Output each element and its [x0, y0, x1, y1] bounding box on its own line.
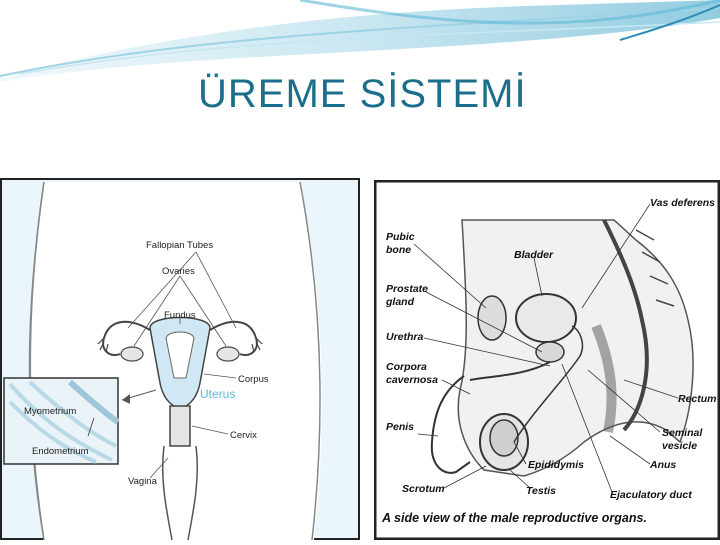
- label-cervix: Cervix: [230, 430, 257, 441]
- label-prostate-2: gland: [385, 296, 415, 308]
- label-corpora-2: cavernosa: [386, 374, 438, 386]
- label-corpus: Corpus: [238, 374, 269, 385]
- label-bladder: Bladder: [514, 249, 554, 261]
- label-urethra: Urethra: [386, 331, 424, 343]
- label-seminal-1: Seminal: [662, 427, 703, 439]
- header-swoosh-decoration: [0, 0, 720, 82]
- label-vas-deferens: Vas deferens: [650, 197, 715, 209]
- label-endometrium: Endometrium: [32, 446, 89, 457]
- label-seminal-2: vesicle: [662, 440, 697, 452]
- label-rectum: Rectum: [678, 393, 717, 405]
- label-testis: Testis: [526, 485, 556, 497]
- label-ejaculatory-duct: Ejaculatory duct: [610, 489, 692, 501]
- slide-title: ÜREME SİSTEMİ: [198, 72, 527, 116]
- label-pubic-bone-1: Pubic: [386, 231, 415, 243]
- label-penis: Penis: [386, 421, 414, 433]
- label-ovaries: Ovaries: [162, 266, 195, 277]
- label-prostate-1: Prostate: [386, 283, 428, 295]
- label-vagina: Vagina: [128, 476, 158, 487]
- label-pubic-bone-2: bone: [386, 244, 411, 256]
- label-fallopian-tubes: Fallopian Tubes: [146, 240, 213, 251]
- label-fundus: Fundus: [164, 310, 196, 321]
- label-scrotum: Scrotum: [402, 483, 445, 495]
- male-reproductive-diagram: Vas deferens Pubic bone Bladder Prostate…: [373, 179, 720, 541]
- label-uterus: Uterus: [200, 387, 235, 401]
- label-corpora-1: Corpora: [386, 361, 427, 373]
- female-reproductive-diagram: Fallopian Tubes Ovaries Fundus Corpus Ut…: [0, 176, 362, 542]
- label-anus: Anus: [649, 459, 676, 471]
- label-epididymis: Epididymis: [528, 459, 584, 471]
- label-myometrium: Myometrium: [24, 406, 76, 417]
- male-diagram-caption: A side view of the male reproductive org…: [381, 511, 647, 525]
